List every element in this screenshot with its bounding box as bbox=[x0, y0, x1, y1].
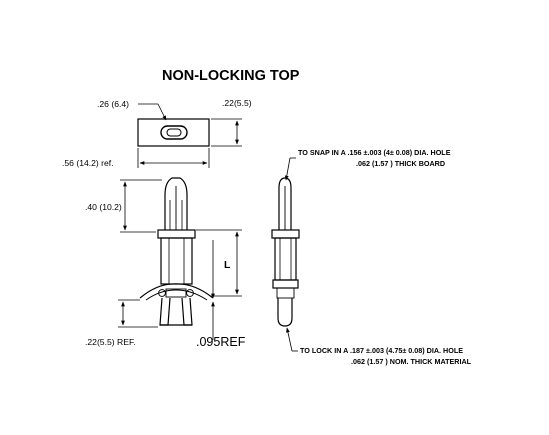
side-base bbox=[272, 279, 299, 289]
front-leg-right bbox=[181, 297, 193, 326]
dim-lock-ref: .095REF bbox=[196, 335, 246, 349]
dim-variable-length: L bbox=[224, 259, 231, 271]
front-flange bbox=[139, 283, 214, 299]
top-view-body bbox=[137, 118, 210, 147]
dim-base-ref: .22(5.5) REF. bbox=[85, 337, 136, 347]
front-view bbox=[118, 177, 242, 340]
note-lock-line1: TO LOCK IN A .187 ±.003 (4.75± 0.08) DIA… bbox=[300, 346, 463, 355]
side-view bbox=[271, 157, 300, 352]
side-collar bbox=[271, 229, 300, 239]
top-view-slot-inner bbox=[166, 128, 182, 137]
dim-head-height: .40 (10.2) bbox=[85, 202, 122, 212]
note-lock-line2: .062 (1.57 ) NOM. THICK MATERIAL bbox=[351, 357, 472, 366]
side-shank bbox=[274, 237, 297, 281]
front-shank bbox=[160, 237, 193, 285]
front-collar bbox=[157, 229, 196, 239]
front-leg-left bbox=[159, 297, 171, 326]
drawing-title: NON-LOCKING TOP bbox=[162, 68, 300, 84]
note-snap-line2: .062 (1.57 ) THICK BOARD bbox=[356, 159, 445, 168]
note-snap-line1: TO SNAP IN A .156 ±.003 (4± 0.08) DIA. H… bbox=[298, 148, 451, 157]
side-leg bbox=[277, 298, 293, 327]
dim-top-right: .22(5.5) bbox=[222, 98, 252, 108]
top-view-slot bbox=[160, 125, 188, 140]
dim-overall-length: .56 (14.2) ref. bbox=[62, 158, 114, 168]
dim-top-left: .26 (6.4) bbox=[97, 99, 129, 109]
front-head bbox=[164, 177, 188, 230]
top-view bbox=[137, 103, 242, 168]
